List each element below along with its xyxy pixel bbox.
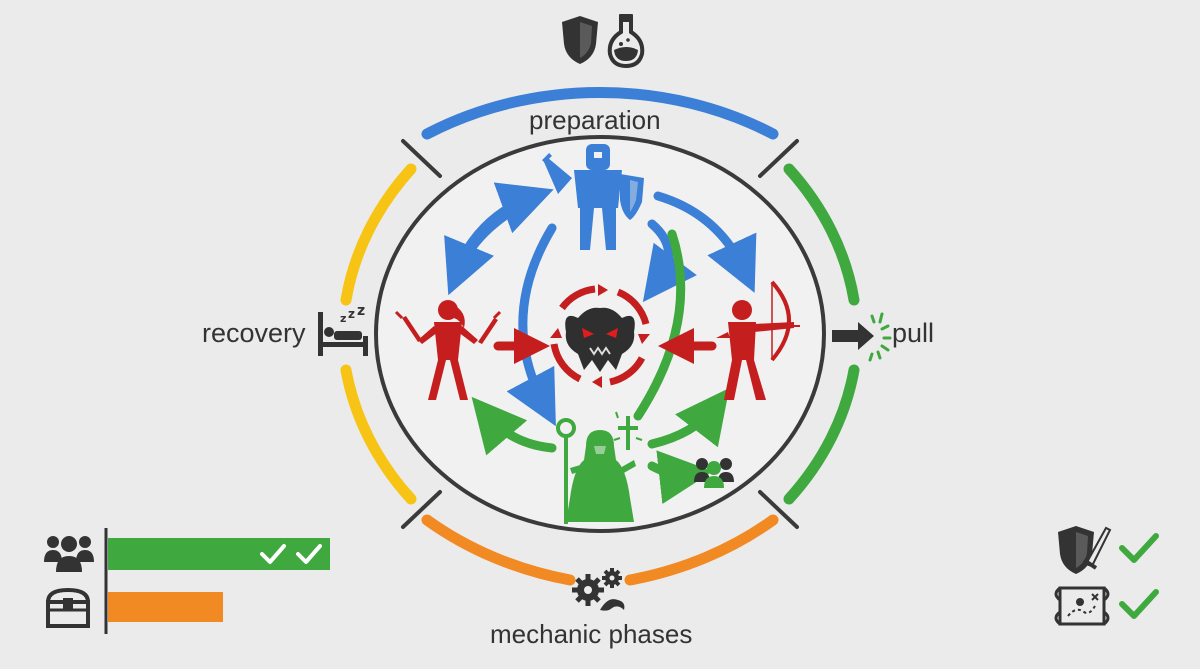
boss-icon — [550, 284, 650, 388]
map-icon — [1054, 586, 1110, 626]
mechanic-arc-left — [421, 514, 576, 586]
blue-arrows — [444, 182, 757, 427]
shield-sword-icon — [1058, 526, 1112, 574]
phase-label-recovery: recovery — [202, 318, 306, 348]
party-icon — [44, 536, 94, 572]
group-icon — [694, 458, 734, 488]
tank-icon — [542, 144, 644, 250]
green-arrows — [471, 229, 730, 505]
check-icon — [260, 544, 322, 564]
preparation-arc — [421, 87, 779, 140]
recovery-arc-lower — [340, 364, 417, 505]
potion-icon — [607, 14, 645, 69]
check-icon — [1119, 533, 1159, 563]
archer-icon — [716, 280, 800, 400]
svg-text:z: z — [357, 303, 365, 319]
mechanic-arc-right — [624, 514, 779, 586]
pull-arrow-icon — [832, 312, 892, 362]
sleep-icon: z z z — [318, 303, 368, 356]
phase-label-mechanic-phases: mechanic phases — [490, 619, 693, 649]
melee-dps-icon — [394, 300, 502, 400]
gears-icon — [572, 568, 625, 611]
checklist — [1054, 526, 1159, 626]
svg-text:z: z — [340, 312, 346, 325]
shield-icon — [562, 16, 598, 64]
treasure-chest-icon — [45, 587, 91, 628]
recovery-arc — [340, 163, 417, 306]
loot-progress-bar — [108, 592, 223, 622]
pull-arc — [783, 163, 860, 306]
check-icon — [1119, 589, 1159, 619]
svg-text:z: z — [348, 307, 355, 321]
group-ready-bar — [108, 538, 330, 570]
healer-icon — [556, 411, 643, 524]
phase-label-preparation: preparation — [529, 105, 661, 135]
phase-label-pull: pull — [892, 318, 935, 348]
status-panel — [44, 528, 330, 634]
phase-dividers — [401, 139, 799, 529]
pull-arc-lower — [783, 364, 860, 505]
